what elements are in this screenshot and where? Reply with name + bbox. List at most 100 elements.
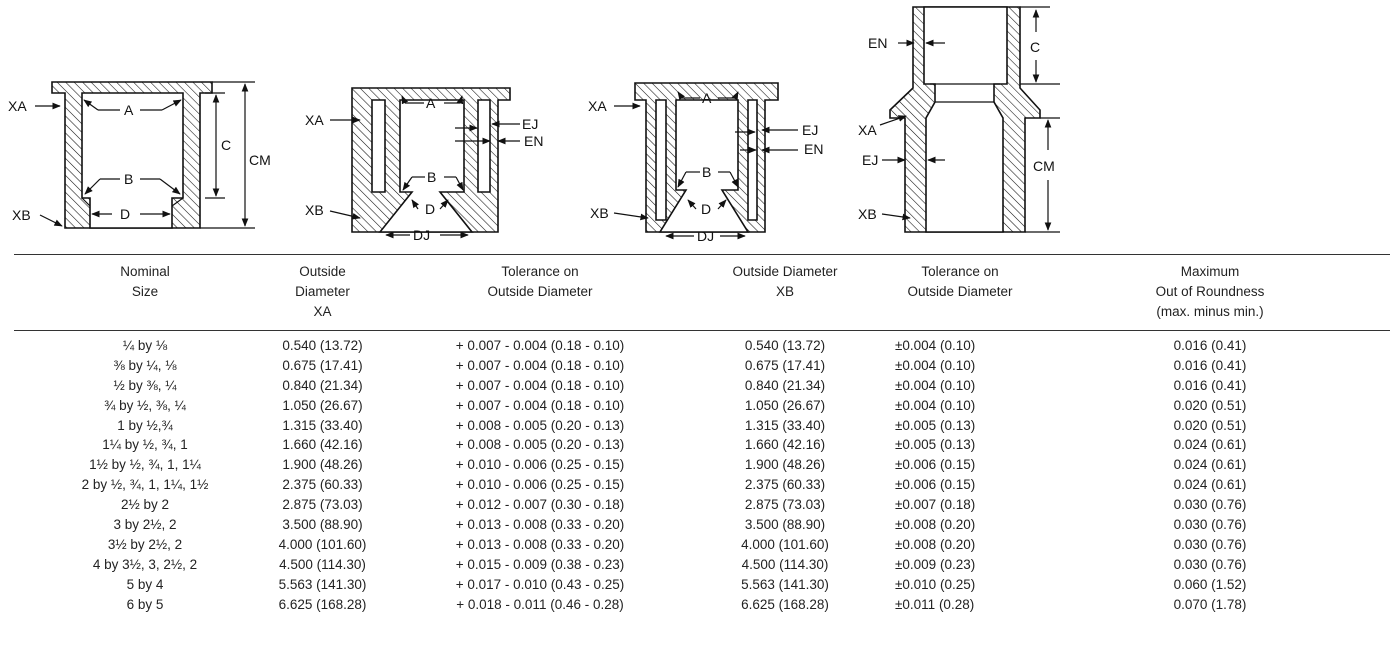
diagram-insert-bushing: XA XB A B D DJ EJ EN (588, 82, 823, 244)
label-xa-3: XA (588, 98, 607, 114)
table-row: 1 by ½,¾ 1.315 (33.40) + 0.008 - 0.005 (0.… (0, 416, 1390, 436)
outside-diameter-xb-cell: 2.875 (73.03) (744, 497, 826, 513)
nominal-size-cell: 1½ by ½, ¾, 1, 1¼ (89, 457, 201, 473)
out-of-roundness-cell: 0.020 (0.51) (1173, 397, 1247, 413)
label-a-2: A (426, 95, 436, 111)
tolerance-xb-cell: ±0.010 (0.25) (895, 576, 976, 592)
outside-diameter-xb-cell: 0.540 (13.72) (744, 338, 826, 353)
out-of-roundness-cell: 0.030 (0.76) (1173, 517, 1247, 533)
outside-diameter-xa-cell: 4.500 (114.30) (279, 556, 366, 572)
outside-diameter-xa-cell: 6.625 (168.28) (278, 596, 367, 612)
outside-diameter-xa-cell: 1.050 (26.67) (282, 397, 363, 413)
out-of-roundness-cell: 0.016 (0.41) (1173, 338, 1247, 353)
out-of-roundness-cell: 0.016 (0.41) (1173, 357, 1247, 373)
label-xa-2: XA (305, 112, 324, 128)
header-bottom-rule (14, 330, 1390, 331)
label-d-1: D (120, 206, 130, 222)
nominal-size-cell: 1 by ½,¾ (117, 417, 173, 433)
out-of-roundness-cell: 0.030 (0.76) (1173, 497, 1247, 513)
table-row: 6 by 5 6.625 (168.28) + 0.018 - 0.011 (0.4… (0, 595, 1390, 615)
outside-diameter-xb-cell: 1.660 (42.16) (744, 437, 826, 453)
outside-diameter-xa-cell: 2.375 (60.33) (282, 477, 363, 493)
outside-diameter-xa-cell: 1.660 (42.16) (282, 437, 363, 453)
label-b-1: B (124, 171, 133, 187)
outside-diameter-xb-cell: 0.840 (21.34) (744, 377, 826, 393)
tolerance-xb-cell: ±0.004 (0.10) (895, 397, 976, 413)
tolerance-xa-cell: + 0.008 - 0.005 (0.20 - 0.13) (455, 417, 625, 433)
out-of-roundness-cell: 0.024 (0.61) (1173, 437, 1247, 453)
tolerance-xa-cell: + 0.010 - 0.006 (0.25 - 0.15) (455, 477, 625, 493)
label-b-3: B (702, 164, 711, 180)
tolerance-xa-cell: + 0.018 - 0.011 (0.46 - 0.28) (456, 596, 624, 612)
outside-diameter-xb-cell: 4.000 (101.60) (741, 536, 829, 552)
tolerance-xa-cell: + 0.007 - 0.004 (0.18 - 0.10) (455, 397, 625, 413)
nominal-size-cell: 4 by 3½, 3, 2½, 2 (92, 556, 198, 572)
label-a-3: A (702, 90, 712, 106)
outside-diameter-xa-cell: 0.675 (17.41) (282, 357, 363, 373)
outside-diameter-xb-cell: 0.675 (17.41) (744, 357, 826, 373)
tolerance-xb-cell: ±0.006 (0.15) (895, 457, 976, 473)
tolerance-xa-cell: + 0.017 - 0.010 (0.43 - 0.25) (455, 576, 625, 592)
label-c-1: C (221, 137, 231, 153)
header-nominal-size: Nominal Size (120, 264, 170, 299)
label-xb-2: XB (305, 202, 324, 218)
label-ej-3: EJ (802, 122, 818, 138)
out-of-roundness-cell: 0.060 (1.52) (1173, 576, 1247, 592)
outside-diameter-xb-cell: 4.500 (114.30) (741, 556, 829, 572)
outside-diameter-xa-cell: 3.500 (88.90) (282, 517, 363, 533)
outside-diameter-xb-cell: 3.500 (88.90) (744, 517, 826, 533)
label-b-2: B (427, 169, 436, 185)
out-of-roundness-cell: 0.020 (0.51) (1173, 417, 1247, 433)
outside-diameter-xa-cell: 5.563 (141.30) (278, 576, 367, 592)
table-row: 3½ by 2½, 2 4.000 (101.60) + 0.013 - 0.008… (0, 535, 1390, 555)
tolerance-xa-cell: + 0.013 - 0.008 (0.33 - 0.20) (455, 517, 625, 533)
nominal-size-cell: 2 by ½, ¾, 1, 1¼, 1½ (81, 477, 209, 493)
table-row: 1½ by ½, ¾, 1, 1¼ 1.900 (48.26) + 0.010 - … (0, 455, 1390, 475)
header-outside-diameter-xa: Outside Diameter XA (295, 264, 350, 319)
out-of-roundness-cell: 0.070 (1.78) (1173, 596, 1247, 612)
label-xa-1: XA (8, 98, 27, 114)
outside-diameter-xa-cell: 0.540 (13.72) (282, 338, 363, 353)
out-of-roundness-cell: 0.024 (0.61) (1173, 477, 1247, 493)
tolerance-xb-cell: ±0.005 (0.13) (895, 437, 976, 453)
nominal-size-cell: 1¼ by ½, ¾, 1 (102, 437, 188, 453)
label-a-1: A (124, 102, 134, 118)
tolerance-xa-cell: + 0.010 - 0.006 (0.25 - 0.15) (455, 457, 625, 473)
outside-diameter-xa-cell: 1.315 (33.40) (282, 417, 363, 433)
tolerance-xb-cell: ±0.005 (0.13) (895, 417, 976, 433)
nominal-size-cell: 2½ by 2 (120, 497, 170, 513)
tolerance-xb-cell: ±0.008 (0.20) (895, 536, 976, 552)
header-out-of-roundness: Maximum Out of Roundness (max. minus min… (1155, 264, 1265, 319)
tolerance-xb-cell: ±0.004 (0.10) (895, 357, 976, 373)
outside-diameter-xb-cell: 2.375 (60.33) (744, 477, 826, 493)
outside-diameter-xb-cell: 1.900 (48.26) (744, 457, 826, 473)
diagram-flush-bushing: XA XB A B D DJ EJ EN (305, 87, 543, 243)
label-en-4: EN (868, 35, 887, 51)
header-tolerance-xb: Tolerance on Outside Diameter (907, 264, 1013, 299)
header-tolerance-xa: Tolerance on Outside Diameter (487, 264, 593, 299)
label-d-3: D (701, 201, 711, 217)
nominal-size-cell: ½ by ⅜, ¼ (113, 377, 177, 393)
out-of-roundness-cell: 0.030 (0.76) (1173, 536, 1247, 552)
nominal-size-cell: ⅜ by ¼, ⅛ (113, 357, 177, 373)
nominal-size-cell: 6 by 5 (126, 596, 164, 612)
out-of-roundness-cell: 0.024 (0.61) (1173, 457, 1247, 473)
tolerance-xa-cell: + 0.013 - 0.008 (0.33 - 0.20) (455, 536, 625, 552)
label-xb-1: XB (12, 207, 31, 223)
tolerance-xa-cell: + 0.015 - 0.009 (0.38 - 0.23) (455, 556, 625, 572)
tolerance-xa-cell: + 0.007 - 0.004 (0.18 - 0.10) (455, 377, 625, 393)
header-outside-diameter-xb: Outside Diameter XB (732, 264, 838, 299)
outside-diameter-xb-cell: 1.315 (33.40) (744, 417, 826, 433)
nominal-size-cell: 3½ by 2½, 2 (107, 536, 183, 552)
label-c-4: C (1030, 39, 1040, 55)
outside-diameter-xa-cell: 4.000 (101.60) (278, 536, 367, 552)
outside-diameter-xa-cell: 2.875 (73.03) (282, 497, 363, 513)
label-dj-2: DJ (413, 227, 430, 243)
tolerance-xb-cell: ±0.009 (0.23) (895, 556, 976, 572)
table-row: 4 by 3½, 3, 2½, 2 4.500 (114.30) + 0.015 -… (0, 555, 1390, 575)
